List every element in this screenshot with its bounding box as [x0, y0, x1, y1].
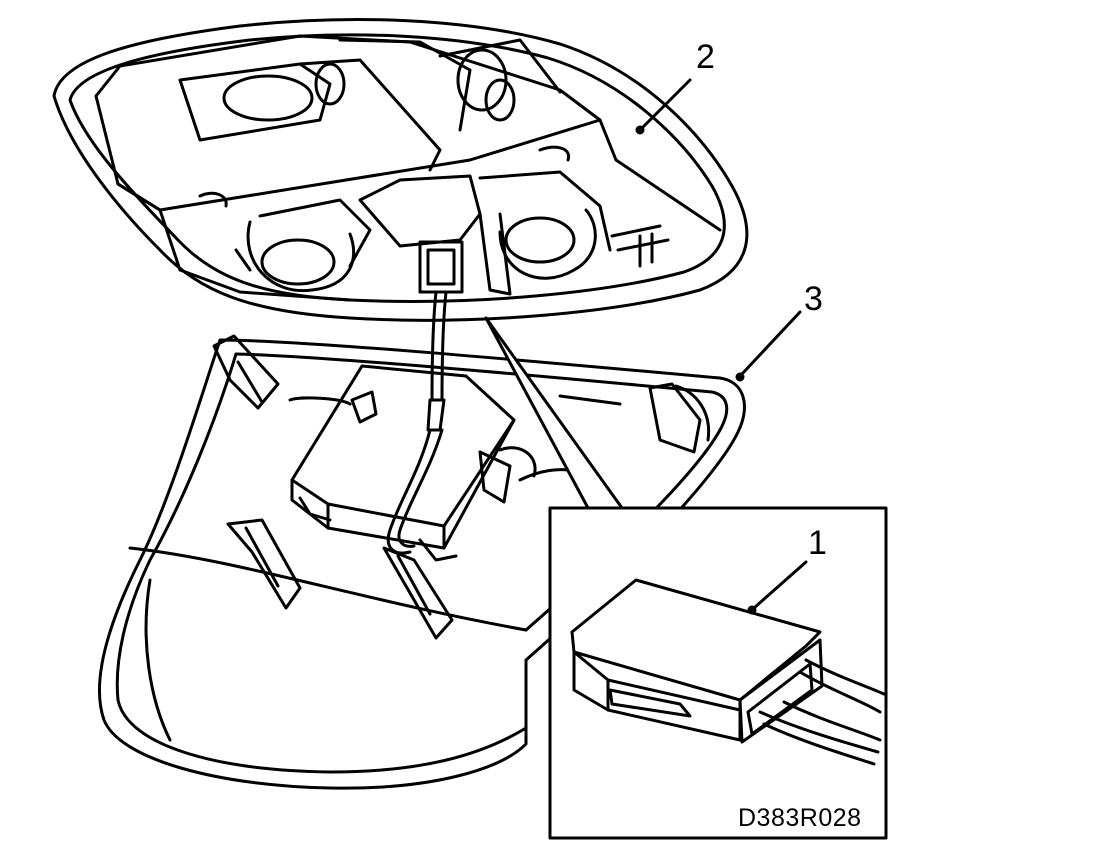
leader-line-2 [642, 80, 690, 128]
callout-1-label: 1 [808, 524, 827, 562]
connector-module [292, 366, 514, 560]
callout-3-label: 3 [804, 280, 823, 318]
leader-dot-3 [737, 374, 743, 380]
part-2-lamp-housing [54, 20, 747, 321]
leader-line-3 [742, 312, 800, 374]
part-3-cover [99, 336, 744, 788]
wire-harness [388, 292, 446, 553]
detail-inset [550, 508, 886, 838]
figure-code: D383R028 [738, 804, 862, 832]
leader-dot-2 [637, 127, 643, 133]
callout-2-label: 2 [696, 38, 715, 76]
